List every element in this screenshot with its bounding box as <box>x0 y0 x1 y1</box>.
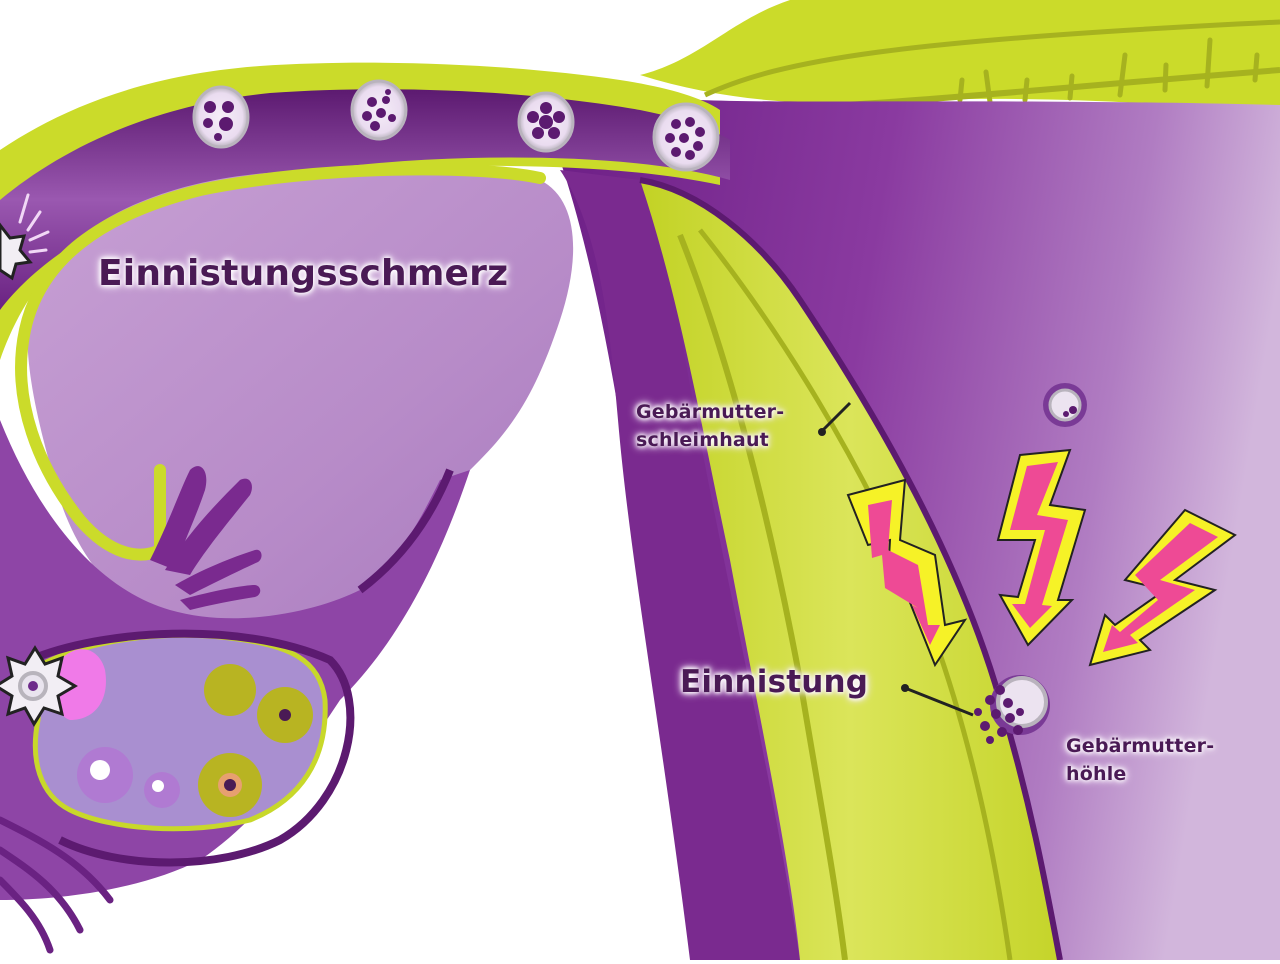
embryo-stage-1 <box>192 85 250 149</box>
pain-bolt-icon-3 <box>1088 508 1237 667</box>
uterine-cavity-label: Gebärmutter- höhle <box>1066 735 1215 785</box>
tube-inner-region <box>27 168 574 641</box>
endometrium-inner-line <box>677 233 848 961</box>
pain-star-icon <box>0 193 50 281</box>
released-egg <box>0 645 78 727</box>
endometrium-leader-line <box>818 401 852 436</box>
ovary-outline <box>28 629 355 867</box>
lower-fimbriae <box>0 816 114 954</box>
ovulation-site <box>54 649 106 720</box>
title-label: Einnistungsschmerz <box>98 253 509 294</box>
endometrium-band <box>640 180 1060 960</box>
embryo-stage-2 <box>350 79 408 141</box>
pain-bolt-icon-2 <box>996 448 1087 647</box>
implantation-label: Einnistung <box>680 664 869 700</box>
fundus-inner-line <box>703 19 1280 98</box>
uterus-left-wall <box>560 170 800 960</box>
fimbriae <box>150 466 262 610</box>
blastocyst-implanted <box>974 675 1050 744</box>
implantation-leader-line <box>901 684 974 717</box>
endometrium-edge <box>639 177 1063 961</box>
embryo-stage-4 <box>652 102 720 172</box>
blastocyst-floating <box>1043 383 1087 427</box>
ovarian-follicles <box>77 664 313 817</box>
tube-outer-outline <box>357 468 454 594</box>
pain-bolt-icon-1 <box>846 478 968 668</box>
embryo-stage-3 <box>517 91 575 153</box>
tube-inner-lining <box>15 163 546 561</box>
fundus-villi <box>957 37 1260 105</box>
endometrium-label: Gebärmutter- schleimhaut <box>636 401 785 451</box>
